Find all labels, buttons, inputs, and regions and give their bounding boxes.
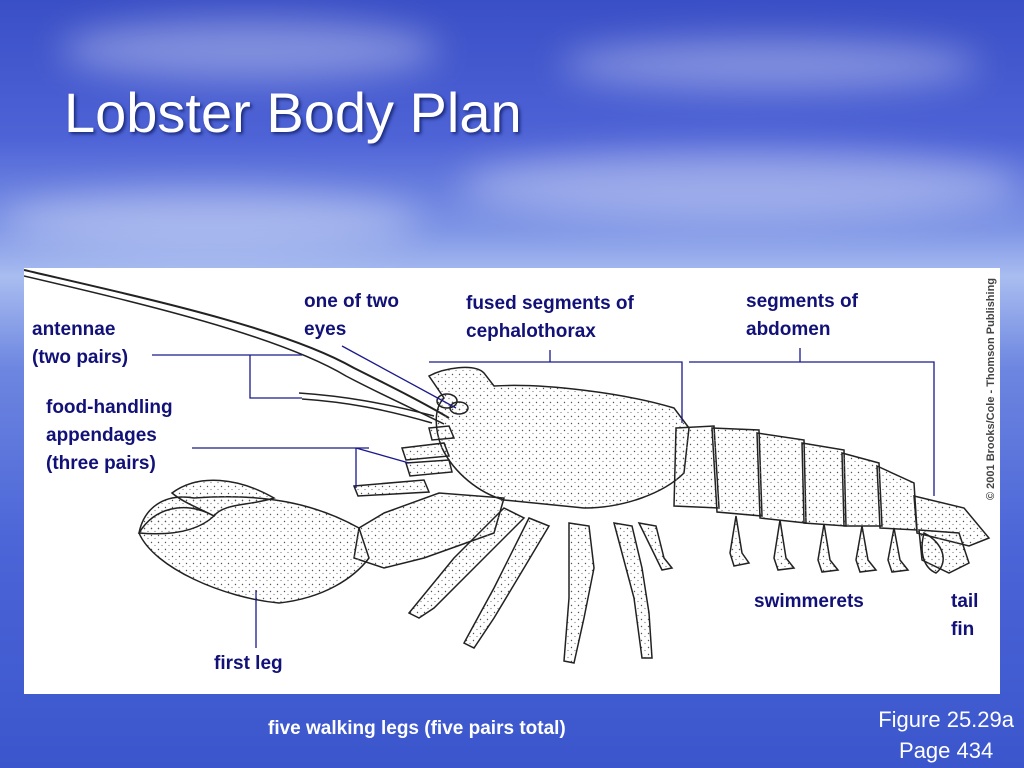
label-fused-line1: fused segments of	[466, 293, 634, 314]
copyright-notice: © 2001 Brooks/Cole - Thomson Publishing	[985, 278, 997, 500]
label-antennae: antennae (two pairs)	[32, 316, 128, 372]
copyright-text: © 2001 Brooks/Cole - Thomson Publishing	[985, 278, 997, 500]
walking-legs-caption: five walking legs (five pairs total)	[268, 718, 566, 739]
label-tail-line2: fin	[951, 619, 975, 640]
sky-cloud	[0, 190, 420, 250]
label-antennae-line1: antennae	[32, 319, 116, 340]
label-eyes-line1: one of two	[304, 291, 399, 312]
label-food-line2: appendages	[46, 425, 157, 446]
label-abdomen-line1: segments of	[746, 291, 858, 312]
label-swimmerets: swimmerets	[754, 591, 864, 612]
figure-number: Figure 25.29a	[878, 707, 1014, 732]
sky-cloud	[460, 150, 1020, 220]
svg-text:© 2001 Brooks/Cole - Thomson P: © 2001 Brooks/Cole - Thomson Publishing	[985, 278, 997, 500]
label-abdomen-line2: abdomen	[746, 319, 831, 340]
figure-reference: Figure 25.29a Page 434	[878, 704, 1014, 766]
lobster-illustration	[23, 269, 991, 664]
label-tail-line1: tail	[951, 591, 979, 612]
label-fused-line2: cephalothorax	[466, 321, 596, 342]
page-number: Page 434	[899, 738, 994, 763]
label-antennae-line2: (two pairs)	[32, 347, 129, 368]
label-eyes-line2: eyes	[304, 319, 347, 340]
label-abdomen: segments of abdomen	[746, 288, 858, 344]
label-food-line3: (three pairs)	[46, 453, 156, 474]
label-eyes: one of two eyes	[304, 288, 399, 344]
slide-title: Lobster Body Plan	[64, 81, 522, 144]
sky-cloud	[560, 40, 980, 90]
sky-cloud	[60, 20, 440, 80]
label-first-leg: first leg	[214, 653, 283, 674]
label-fused-segments: fused segments of cephalothorax	[466, 290, 634, 346]
label-food-handling: food-handling appendages (three pairs)	[46, 394, 173, 478]
label-food-line1: food-handling	[46, 397, 173, 418]
diagram-panel: antennae (two pairs) one of two eyes fus…	[23, 268, 1000, 694]
label-tail-fin: tail fin	[951, 588, 978, 644]
